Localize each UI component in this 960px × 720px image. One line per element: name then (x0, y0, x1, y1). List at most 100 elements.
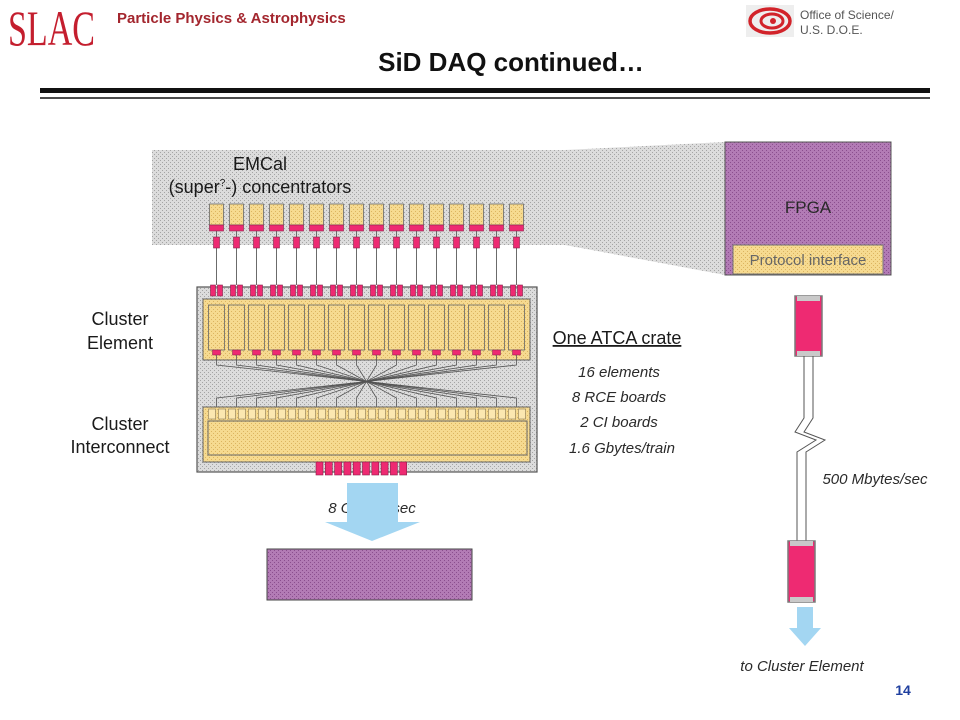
crate-input-connector (230, 284, 236, 297)
interconnect-pin (368, 408, 376, 420)
interconnect-pin (348, 408, 356, 420)
crate-output-connector (334, 461, 342, 476)
emcal-title: EMCal (233, 154, 287, 174)
crate-input-connector (457, 284, 463, 297)
cluster-interconnect-board (207, 420, 528, 456)
slide-title: SiD DAQ continued… (378, 47, 644, 77)
crate-input-connector (270, 284, 276, 297)
concentrator-box (309, 203, 324, 226)
crate-input-connector (210, 284, 216, 297)
crate-input-connector (290, 284, 296, 297)
cluster-element-label-line2: Element (87, 333, 153, 353)
interconnect-pin (238, 408, 246, 420)
concentrator-box (209, 203, 224, 226)
doe-logo-outer-swirl (748, 7, 792, 35)
concentrator-output-port (289, 224, 304, 232)
concentrator-link-connector (373, 236, 380, 249)
crate-output-connector (390, 461, 398, 476)
interconnect-pin (278, 408, 286, 420)
concentrator-output-port (489, 224, 504, 232)
concentrator-link-connector (493, 236, 500, 249)
interconnect-pin (468, 408, 476, 420)
concentrator-box (409, 203, 424, 226)
crate-detail-elements: 16 elements (578, 364, 660, 381)
fpga-zoom-projection (565, 142, 725, 275)
interconnect-pin (408, 408, 416, 420)
cluster-element-port (372, 349, 381, 356)
concentrator-box (449, 203, 464, 226)
cluster-element-port (472, 349, 481, 356)
cluster-element-port (432, 349, 441, 356)
cluster-element-port (332, 349, 341, 356)
crate-input-connector (217, 284, 223, 297)
concentrator-box (329, 203, 344, 226)
doe-agency-line: U.S. D.O.E. (800, 23, 863, 37)
crate-input-connector (297, 284, 303, 297)
concentrator-box (489, 203, 504, 226)
interconnect-pin (248, 408, 256, 420)
receiver-module-bottom-tab (790, 597, 813, 602)
concentrator-link-connector (213, 236, 220, 249)
concentrator-output-port (509, 224, 524, 232)
crate-input-connector (517, 284, 523, 297)
cluster-element-port (392, 349, 401, 356)
crate-input-connector (437, 284, 443, 297)
cluster-element-port (252, 349, 261, 356)
crate-input-connector (370, 284, 376, 297)
interconnect-pin (388, 408, 396, 420)
cluster-element-board (488, 304, 505, 351)
crate-input-connector (410, 284, 416, 297)
cluster-element-board (408, 304, 425, 351)
concentrator-box (269, 203, 284, 226)
concentrator-link-connector (433, 236, 440, 249)
crate-output-connector (380, 461, 389, 476)
interconnect-pin (508, 408, 516, 420)
crate-input-connector (377, 284, 383, 297)
cluster-element-board (308, 304, 325, 351)
crate-input-connector (477, 284, 483, 297)
emcal-subtitle-start: (super (169, 177, 220, 197)
cluster-element-port (492, 349, 501, 356)
cluster-element-port (452, 349, 461, 356)
concentrator-output-port (409, 224, 424, 232)
destination-label: to Cluster Element (740, 658, 864, 675)
interconnect-pin (358, 408, 366, 420)
interconnect-wire (216, 355, 517, 407)
cluster-interconnect-label-line1: Cluster (91, 414, 148, 434)
concentrator-link-connector (313, 236, 320, 249)
crate-input-connector (350, 284, 356, 297)
crate-output-connector (362, 461, 370, 476)
crate-input-connector (470, 284, 476, 297)
interconnect-pin (448, 408, 456, 420)
cluster-element-port (272, 349, 281, 356)
crate-output-connectors (315, 461, 408, 476)
concentrator-link-connector (473, 236, 480, 249)
concentrator-link-connector (513, 236, 520, 249)
cluster-interconnect-label-line2: Interconnect (70, 437, 169, 457)
crate-output-arrow (325, 483, 420, 541)
doe-office-line: Office of Science/ (800, 8, 894, 22)
crate-input-connector (310, 284, 316, 297)
crate-output-connector (371, 461, 380, 476)
crate-input-connector (450, 284, 456, 297)
interconnect-pin (318, 408, 326, 420)
serial-link-line-b (803, 356, 827, 541)
concentrator-box (469, 203, 484, 226)
cluster-element-board (388, 304, 405, 351)
serial-link-line-a (794, 356, 818, 541)
cluster-element-port (412, 349, 421, 356)
interconnect-pin (298, 408, 306, 420)
cluster-element-port (232, 349, 241, 356)
crate-detail-rce-boards: 8 RCE boards (572, 389, 667, 406)
interconnect-wiring (216, 355, 517, 407)
fpga-label: FPGA (785, 198, 832, 217)
cluster-element-board (268, 304, 285, 351)
cluster-element-board (228, 304, 245, 351)
concentrator-output-port (249, 224, 264, 232)
crate-input-connector (510, 284, 516, 297)
crate-output-connector (352, 461, 361, 476)
concentrator-output-port (369, 224, 384, 232)
interconnect-pin (518, 408, 526, 420)
cluster-element-board (328, 304, 345, 351)
